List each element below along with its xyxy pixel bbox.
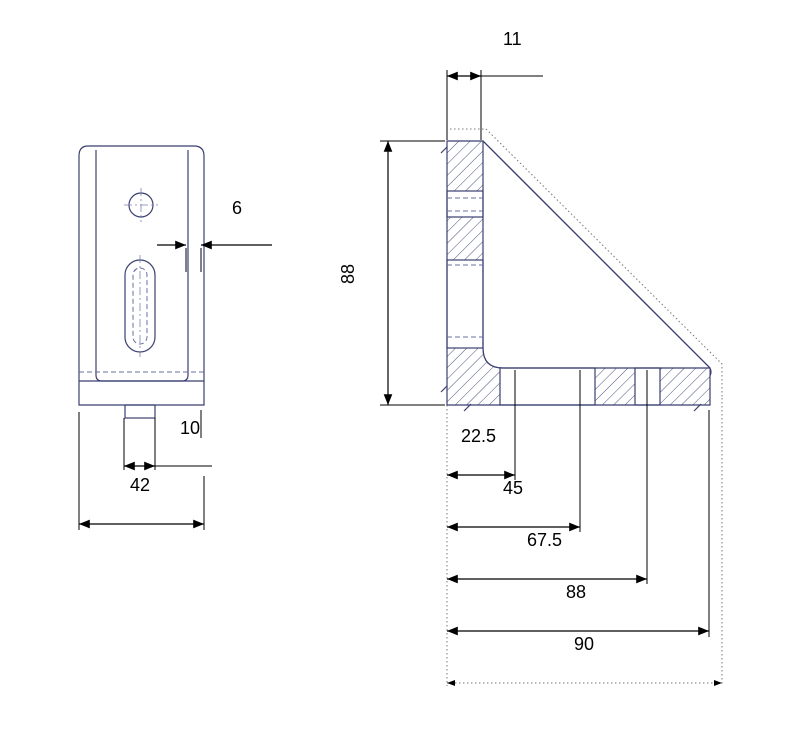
dim-front-top: 6 — [232, 198, 242, 218]
side-view-dotted-outline — [450, 128, 723, 398]
dim-side-thickness: 11 — [503, 29, 522, 49]
front-view: 6 10 42 — [78, 145, 272, 530]
dim-side-height: 88 — [338, 264, 358, 284]
side-view-corner — [446, 347, 504, 406]
side-view-profile — [446, 140, 712, 406]
dim-side-67-5: 67.5 — [527, 530, 562, 550]
front-view-channel — [95, 150, 189, 382]
dim-front-base: 10 — [180, 418, 200, 438]
side-view: 11 88 22.5 45 67.5 88 90 — [338, 29, 723, 686]
dim-side-88: 88 — [566, 582, 586, 602]
dim-side-90: 90 — [574, 634, 594, 654]
dim-side-22-5: 22.5 — [461, 426, 496, 446]
front-view-stub — [124, 404, 156, 419]
dim-front-width: 42 — [130, 475, 150, 495]
front-view-body — [78, 145, 205, 406]
dim-side-45: 45 — [503, 478, 523, 498]
